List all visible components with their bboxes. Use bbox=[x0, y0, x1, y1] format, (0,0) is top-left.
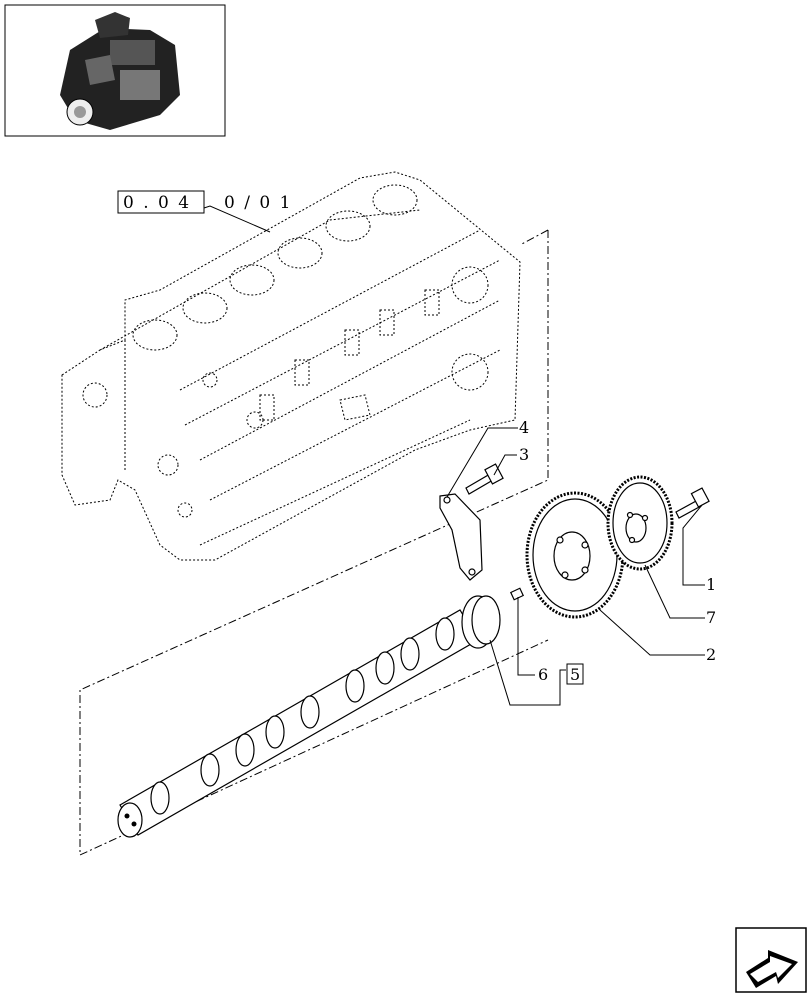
leader-lines bbox=[446, 427, 705, 706]
reference-suffix: 0 / 0 1 bbox=[224, 193, 292, 213]
engine-thumbnail-icon bbox=[60, 12, 180, 130]
next-page-arrow-icon bbox=[746, 950, 798, 988]
assembly-phantom-frame bbox=[79, 229, 549, 856]
callout-4: 4 bbox=[519, 418, 529, 437]
callout-2: 2 bbox=[706, 645, 716, 664]
engine-block-outline bbox=[61, 171, 521, 561]
bolt-1[interactable] bbox=[675, 487, 710, 519]
engine-thumbnail[interactable] bbox=[4, 4, 226, 137]
phonic-wheel-gear[interactable] bbox=[606, 475, 674, 571]
camshaft[interactable] bbox=[117, 595, 501, 838]
dowel-pin[interactable] bbox=[509, 587, 525, 601]
callout-1: 1 bbox=[706, 575, 716, 594]
thrust-plate[interactable] bbox=[439, 493, 483, 581]
reference-label[interactable]: 0 . 0 4 0 / 0 1 bbox=[117, 190, 292, 233]
callout-5: 5 bbox=[570, 665, 580, 684]
callout-3: 3 bbox=[519, 445, 529, 464]
next-page-button[interactable] bbox=[735, 927, 807, 993]
camshaft-gear[interactable] bbox=[525, 491, 625, 619]
callout-6: 6 bbox=[538, 665, 548, 684]
callout-5-box bbox=[566, 663, 584, 685]
callout-7: 7 bbox=[706, 608, 716, 627]
reference-code: 0 . 0 4 bbox=[123, 193, 191, 213]
